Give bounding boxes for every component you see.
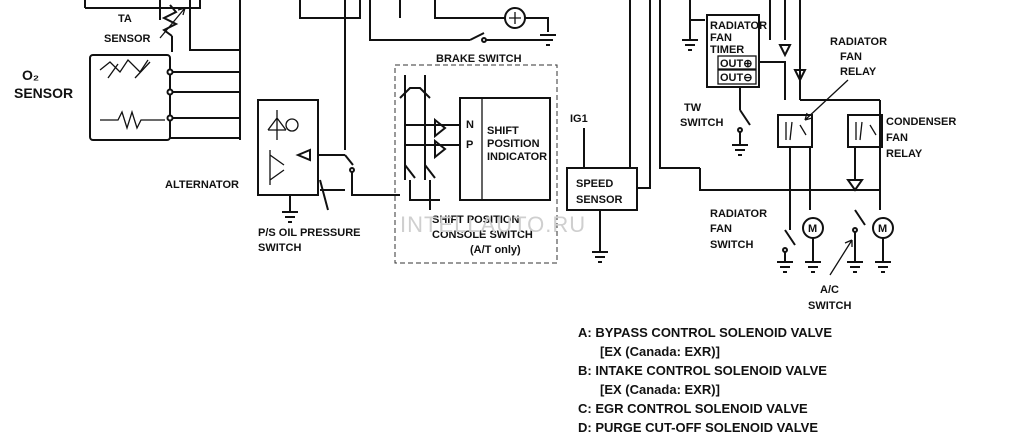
radiator-fan-timer-box [706,14,760,88]
svg-text:FAN: FAN [710,223,732,235]
radiator-fan-switch-label: RADIATOR [710,208,767,220]
ac-switch-label: A/C [820,284,839,296]
watermark: INTELLAUTO.RU [400,212,586,237]
svg-text:N: N [466,119,474,131]
svg-text:POSITION: POSITION [487,138,540,150]
svg-text:FAN: FAN [886,132,908,144]
svg-text:INDICATOR: INDICATOR [487,151,547,163]
svg-text:(A/T only): (A/T only) [470,244,521,256]
brake-switch-section: BRAKE SWITCH [299,0,556,65]
o2-sensor-label: O₂ [22,67,39,83]
ps-oil-pressure-label-2: SWITCH [258,242,301,254]
brake-switch-label: BRAKE SWITCH [436,53,522,65]
alternator-label: ALTERNATOR [165,179,239,191]
speed-sensor-section: IG1 SPEED SENSOR [566,0,651,263]
svg-text:CONSOLE SWITCH: CONSOLE SWITCH [432,229,533,241]
ta-sensor-label: TA [118,13,132,25]
legend-line-4: C: EGR CONTROL SOLENOID VALVE [578,401,808,416]
shift-indicator-label: SHIFT [487,125,519,137]
svg-text:OUT⊕: OUT⊕ [720,58,752,70]
radiator-fan-relay-box [777,114,813,148]
svg-text:SENSOR: SENSOR [576,194,623,206]
shift-position-section: N P SHIFT POSITION INDICATOR SHIFT POSIT… [394,64,558,264]
legend: A: BYPASS CONTROL SOLENOID VALVE [EX (Ca… [578,325,832,435]
svg-text:SPEED: SPEED [576,178,613,190]
legend-line-1: [EX (Canada: EXR)] [600,344,720,359]
legend-line-2: B: INTAKE CONTROL SOLENOID VALVE [578,363,827,378]
svg-text:RADIATOR: RADIATOR [710,20,767,32]
ig1-label: IG1 [570,113,588,125]
o2-sensor-label-2: SENSOR [14,85,73,101]
legend-line-0: A: BYPASS CONTROL SOLENOID VALVE [578,325,832,340]
svg-text:M: M [808,223,817,235]
shift-position-indicator-box [459,97,551,201]
ta-o2-sensor-section: TA SENSOR O₂ SENSOR [14,0,241,141]
svg-text:RELAY: RELAY [840,66,877,78]
alternator-section: ALTERNATOR P/S OIL PRESSURE SWITCH [165,0,400,254]
svg-text:OUT⊖: OUT⊖ [720,72,752,84]
shift-console-label: SHIFT POSITION [432,214,519,226]
condenser-fan-relay-box [847,114,883,148]
alternator-box [257,99,319,196]
ta-sensor-label-2: SENSOR [104,33,151,45]
ps-oil-pressure-label: P/S OIL PRESSURE [258,227,361,239]
svg-text:SWITCH: SWITCH [680,117,723,129]
svg-text:SWITCH: SWITCH [710,239,753,251]
svg-text:TIMER: TIMER [710,44,744,56]
svg-text:P: P [466,139,473,151]
radiator-fan-section: RADIATOR FAN TIMER OUT⊕ OUT⊖ TW SWITCH R… [659,0,956,312]
svg-text:FAN: FAN [840,51,862,63]
tw-switch-label: TW [684,102,702,114]
speed-sensor-box [566,167,638,211]
svg-text:RADIATOR: RADIATOR [830,36,887,48]
svg-text:FAN: FAN [710,32,732,44]
svg-text:RELAY: RELAY [886,148,923,160]
svg-text:SWITCH: SWITCH [808,300,851,312]
svg-text:M: M [878,223,887,235]
svg-text:CONDENSER: CONDENSER [886,116,956,128]
legend-line-5: D: PURGE CUT-OFF SOLENOID VALVE [578,420,818,435]
legend-line-3: [EX (Canada: EXR)] [600,382,720,397]
